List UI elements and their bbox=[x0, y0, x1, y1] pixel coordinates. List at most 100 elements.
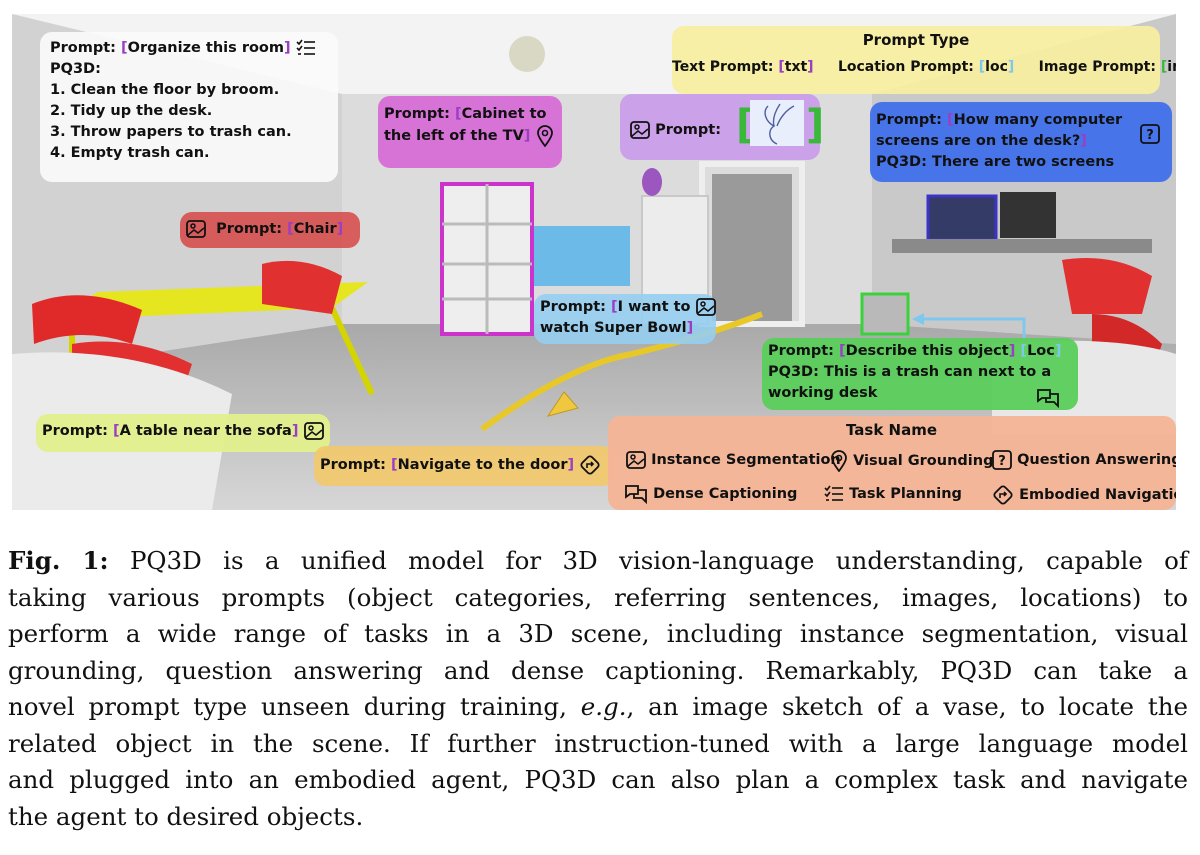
caption-line: grounding, question answering and dense … bbox=[8, 655, 1188, 685]
embodied-navigation-icon bbox=[992, 484, 1014, 506]
dense-captioning-icon bbox=[1036, 388, 1060, 408]
prompt-label: Prompt: bbox=[655, 122, 722, 138]
image-prompt-value: img bbox=[1167, 59, 1176, 75]
caption-line: perform a wide range of tasks in a 3D sc… bbox=[8, 619, 1188, 648]
instance-segmentation-icon bbox=[630, 121, 650, 139]
svg-text:?: ? bbox=[1146, 128, 1154, 143]
caption-text: PQ3D is a unified model for 3D vision-la… bbox=[108, 546, 1189, 575]
bracket-close: ] bbox=[523, 128, 531, 144]
task-label: Visual Grounding bbox=[853, 453, 994, 469]
task-label: Instance Segmentation bbox=[651, 452, 841, 468]
dense-captioning-callout: Prompt: [Describe this object] [Loc] PQ3… bbox=[762, 338, 1078, 410]
question-answering-icon: ? bbox=[992, 450, 1012, 470]
task-planning-callout: Prompt: [Organize this room] PQ3D: 1. Cl… bbox=[40, 32, 338, 182]
bracket-close: ] bbox=[806, 102, 825, 148]
answer-text: working desk bbox=[768, 385, 878, 401]
bracket-close: ] bbox=[284, 40, 291, 56]
instance-segmentation-icon bbox=[303, 422, 324, 440]
embodied-navigation-callout: Prompt: [Navigate to the door] bbox=[314, 446, 614, 486]
caption-text: novel prompt type unseen during training… bbox=[8, 692, 581, 721]
bracket-open: [ bbox=[736, 102, 755, 148]
bracket-open: [ bbox=[978, 59, 986, 75]
prompt-text: Describe this object bbox=[845, 343, 1009, 359]
task-planning-icon bbox=[296, 39, 316, 57]
text-prompt-label: Text Prompt: bbox=[672, 59, 779, 75]
prompt-label: Prompt: bbox=[320, 457, 392, 473]
plan-step: 1. Clean the floor by broom. bbox=[50, 82, 280, 98]
table-segmentation-callout: Prompt: [A table near the sofa] bbox=[36, 414, 330, 452]
bracket-open: [ bbox=[947, 112, 954, 128]
task-item: ? Question Answering bbox=[992, 450, 1176, 471]
figure-panel: Prompt: [Organize this room] PQ3D: 1. Cl… bbox=[12, 14, 1176, 510]
visual-grounding-icon bbox=[536, 125, 554, 147]
bracket-open: [ bbox=[1020, 343, 1028, 359]
plan-step: 4. Empty trash can. bbox=[50, 145, 210, 161]
plan-step: 3. Throw papers to trash can. bbox=[50, 124, 292, 140]
bracket-open: [ bbox=[1160, 59, 1168, 75]
model-label: PQ3D: bbox=[50, 61, 101, 77]
embodied-navigation-icon bbox=[579, 454, 601, 476]
prompt-label: Prompt: bbox=[42, 423, 114, 439]
instance-segmentation-icon bbox=[695, 298, 716, 316]
task-label: Task Planning bbox=[849, 486, 962, 502]
caption-line: Fig. 1: PQ3D is a unified model for 3D v… bbox=[8, 543, 1188, 580]
bracket-close: ] bbox=[291, 423, 299, 439]
task-label: Dense Captioning bbox=[653, 486, 798, 502]
vase-sketch-image bbox=[750, 100, 804, 146]
image-prompt-label: Image Prompt: bbox=[1038, 59, 1161, 75]
caption-line: the agent to desired objects. bbox=[8, 801, 364, 831]
bracket-open: [ bbox=[287, 221, 294, 237]
bracket-open: [ bbox=[839, 343, 846, 359]
bracket-open: [ bbox=[778, 59, 785, 75]
bracket-close: ] bbox=[807, 59, 814, 75]
prompt-type-legend: Prompt Type Text Prompt: [txt] Location … bbox=[672, 26, 1176, 94]
task-label: Embodied Navigation bbox=[1019, 487, 1176, 503]
task-name-legend: Task Name Instance Segmentation Visual G… bbox=[608, 416, 1176, 510]
answer-text: PQ3D: There are two screens bbox=[876, 154, 1115, 170]
legend-title: Task Name bbox=[846, 421, 938, 439]
bracket-close: ] bbox=[567, 457, 575, 473]
question-answering-icon: ? bbox=[1140, 124, 1160, 144]
question-answering-callout: Prompt: [How many computer screens are o… bbox=[870, 102, 1172, 182]
bracket-close: ] bbox=[1007, 59, 1015, 75]
superbowl-segmentation-callout: Prompt: [I want to watch Super Bowl] bbox=[534, 294, 716, 344]
image-prompt-callout: Prompt: [ ] bbox=[620, 94, 824, 160]
bracket-open: [ bbox=[611, 299, 618, 315]
bracket-close: ] bbox=[1008, 343, 1016, 359]
caption-emphasis: e.g. bbox=[580, 692, 627, 721]
bracket-close: ] bbox=[1080, 133, 1087, 149]
prompt-text: Navigate to the door bbox=[397, 457, 568, 473]
answer-text: PQ3D: This is a trash can next to a bbox=[768, 364, 1052, 380]
bracket-open: [ bbox=[113, 423, 120, 439]
prompt-text: watch Super Bowl bbox=[540, 320, 687, 336]
chair-segmentation-callout: Prompt: [Chair] bbox=[180, 212, 360, 248]
caption-line: and plugged into an embodied agent, PQ3D… bbox=[8, 765, 1188, 794]
prompt-text: Chair bbox=[293, 221, 337, 237]
bracket-open: [ bbox=[121, 40, 128, 56]
prompt-text: screens are on the desk? bbox=[876, 133, 1081, 149]
caption-text: , an image sketch of a vase, to locate t… bbox=[626, 692, 1189, 721]
prompt-label: Prompt: bbox=[384, 106, 456, 122]
figure-label: Fig. 1: bbox=[8, 546, 109, 575]
location-prompt-label: Location Prompt: bbox=[837, 59, 979, 75]
svg-text:?: ? bbox=[998, 454, 1006, 469]
bracket-close: ] bbox=[1054, 343, 1062, 359]
bracket-open: [ bbox=[391, 457, 398, 473]
task-item: Visual Grounding bbox=[830, 450, 993, 472]
prompt-label: Prompt: bbox=[876, 112, 948, 128]
figure-caption: Fig. 1: PQ3D is a unified model for 3D v… bbox=[8, 543, 1188, 835]
instance-segmentation-icon bbox=[186, 220, 206, 238]
prompt-text: Cabinet to bbox=[461, 106, 547, 122]
task-item: Instance Segmentation bbox=[626, 450, 841, 471]
task-item: Embodied Navigation bbox=[992, 484, 1176, 506]
prompt-text: How many computer bbox=[953, 112, 1123, 128]
prompt-text: I want to bbox=[617, 299, 691, 315]
bracket-open: [ bbox=[455, 106, 462, 122]
instance-segmentation-icon bbox=[626, 451, 646, 469]
task-item: Task Planning bbox=[824, 484, 962, 505]
task-label: Question Answering bbox=[1017, 452, 1176, 468]
task-item: Dense Captioning bbox=[624, 484, 797, 505]
task-planning-icon bbox=[824, 485, 844, 503]
prompt-text: Organize this room bbox=[127, 40, 284, 56]
plan-step: 2. Tidy up the desk. bbox=[50, 103, 213, 119]
